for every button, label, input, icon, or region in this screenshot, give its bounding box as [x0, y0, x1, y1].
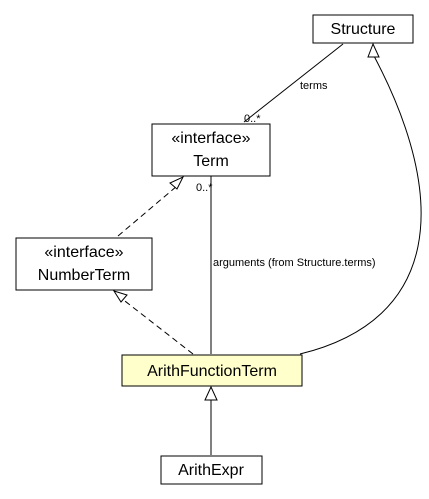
class-numberterm-stereotype: «interface» [44, 244, 123, 261]
class-numberterm-box [15, 237, 153, 291]
class-arithfunctionterm-name: ArithFunctionTerm [147, 363, 277, 380]
class-numberterm[interactable]: «interface» NumberTerm [15, 237, 153, 291]
arguments-association-label: arguments (from Structure.terms) [213, 257, 376, 269]
arguments-multiplicity-label: 0..* [196, 182, 213, 194]
class-arithfunctionterm[interactable]: ArithFunctionTerm [121, 354, 303, 387]
structure-generalization-arrowhead [367, 42, 380, 58]
class-arithexpr-name: ArithExpr [178, 462, 244, 479]
class-term-stereotype: «interface» [171, 130, 250, 147]
class-term-box [151, 123, 271, 177]
terms-association-label: terms [300, 80, 328, 92]
arithfunctionterm-realization-line [120, 297, 194, 355]
class-numberterm-name: NumberTerm [38, 267, 130, 284]
class-arithexpr[interactable]: ArithExpr [160, 455, 263, 485]
arithfunctionterm-generalization-arrowhead [204, 385, 218, 401]
class-arithexpr-box [160, 455, 263, 485]
class-structure-box [312, 14, 414, 44]
class-structure[interactable]: Structure [312, 14, 414, 44]
terms-multiplicity-label: 0..* [244, 113, 261, 125]
class-structure-name: Structure [331, 21, 396, 38]
arithfunctionterm-generalization-line [299, 55, 422, 355]
terms-association-line [243, 43, 344, 123]
class-term[interactable]: «interface» Term [151, 123, 271, 177]
arithfunctionterm-realization-arrowhead [112, 290, 128, 303]
numberterm-realization-arrowhead [169, 175, 185, 190]
class-term-name: Term [193, 153, 229, 170]
numberterm-realization-line [117, 185, 178, 237]
class-arithfunctionterm-box [121, 354, 303, 387]
